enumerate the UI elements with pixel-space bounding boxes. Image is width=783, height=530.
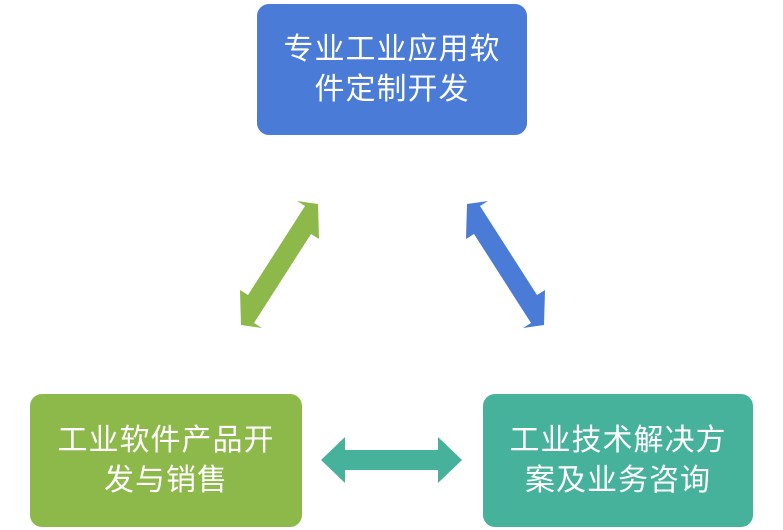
node-custom-development-label: 专业工业应用软件定制开发 (283, 31, 501, 107)
node-solutions-consulting-label: 工业技术解决方案及业务咨询 (509, 422, 727, 498)
node-custom-development: 专业工业应用软件定制开发 (257, 4, 527, 135)
arrow-top-right (466, 201, 545, 328)
node-product-sales: 工业软件产品开发与销售 (30, 394, 302, 527)
arrow-left-right (321, 437, 462, 483)
arrow-top-left (240, 201, 319, 328)
node-product-sales-label: 工业软件产品开发与销售 (57, 422, 275, 498)
node-solutions-consulting: 工业技术解决方案及业务咨询 (483, 394, 753, 527)
